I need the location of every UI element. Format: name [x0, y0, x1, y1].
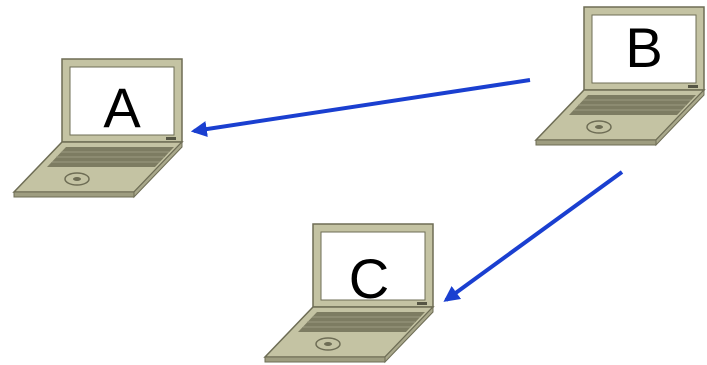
laptop-icon: [14, 59, 182, 197]
node-label-c: C: [349, 247, 389, 310]
laptop-a: A: [14, 59, 182, 197]
node-label-a: A: [103, 76, 141, 139]
arrow-b-to-a: [194, 80, 530, 131]
laptop-b: B: [536, 7, 704, 145]
laptop-icon: [536, 7, 704, 145]
node-label-b: B: [625, 16, 662, 79]
laptop-c: C: [265, 224, 433, 362]
arrow-b-to-c: [446, 172, 622, 300]
